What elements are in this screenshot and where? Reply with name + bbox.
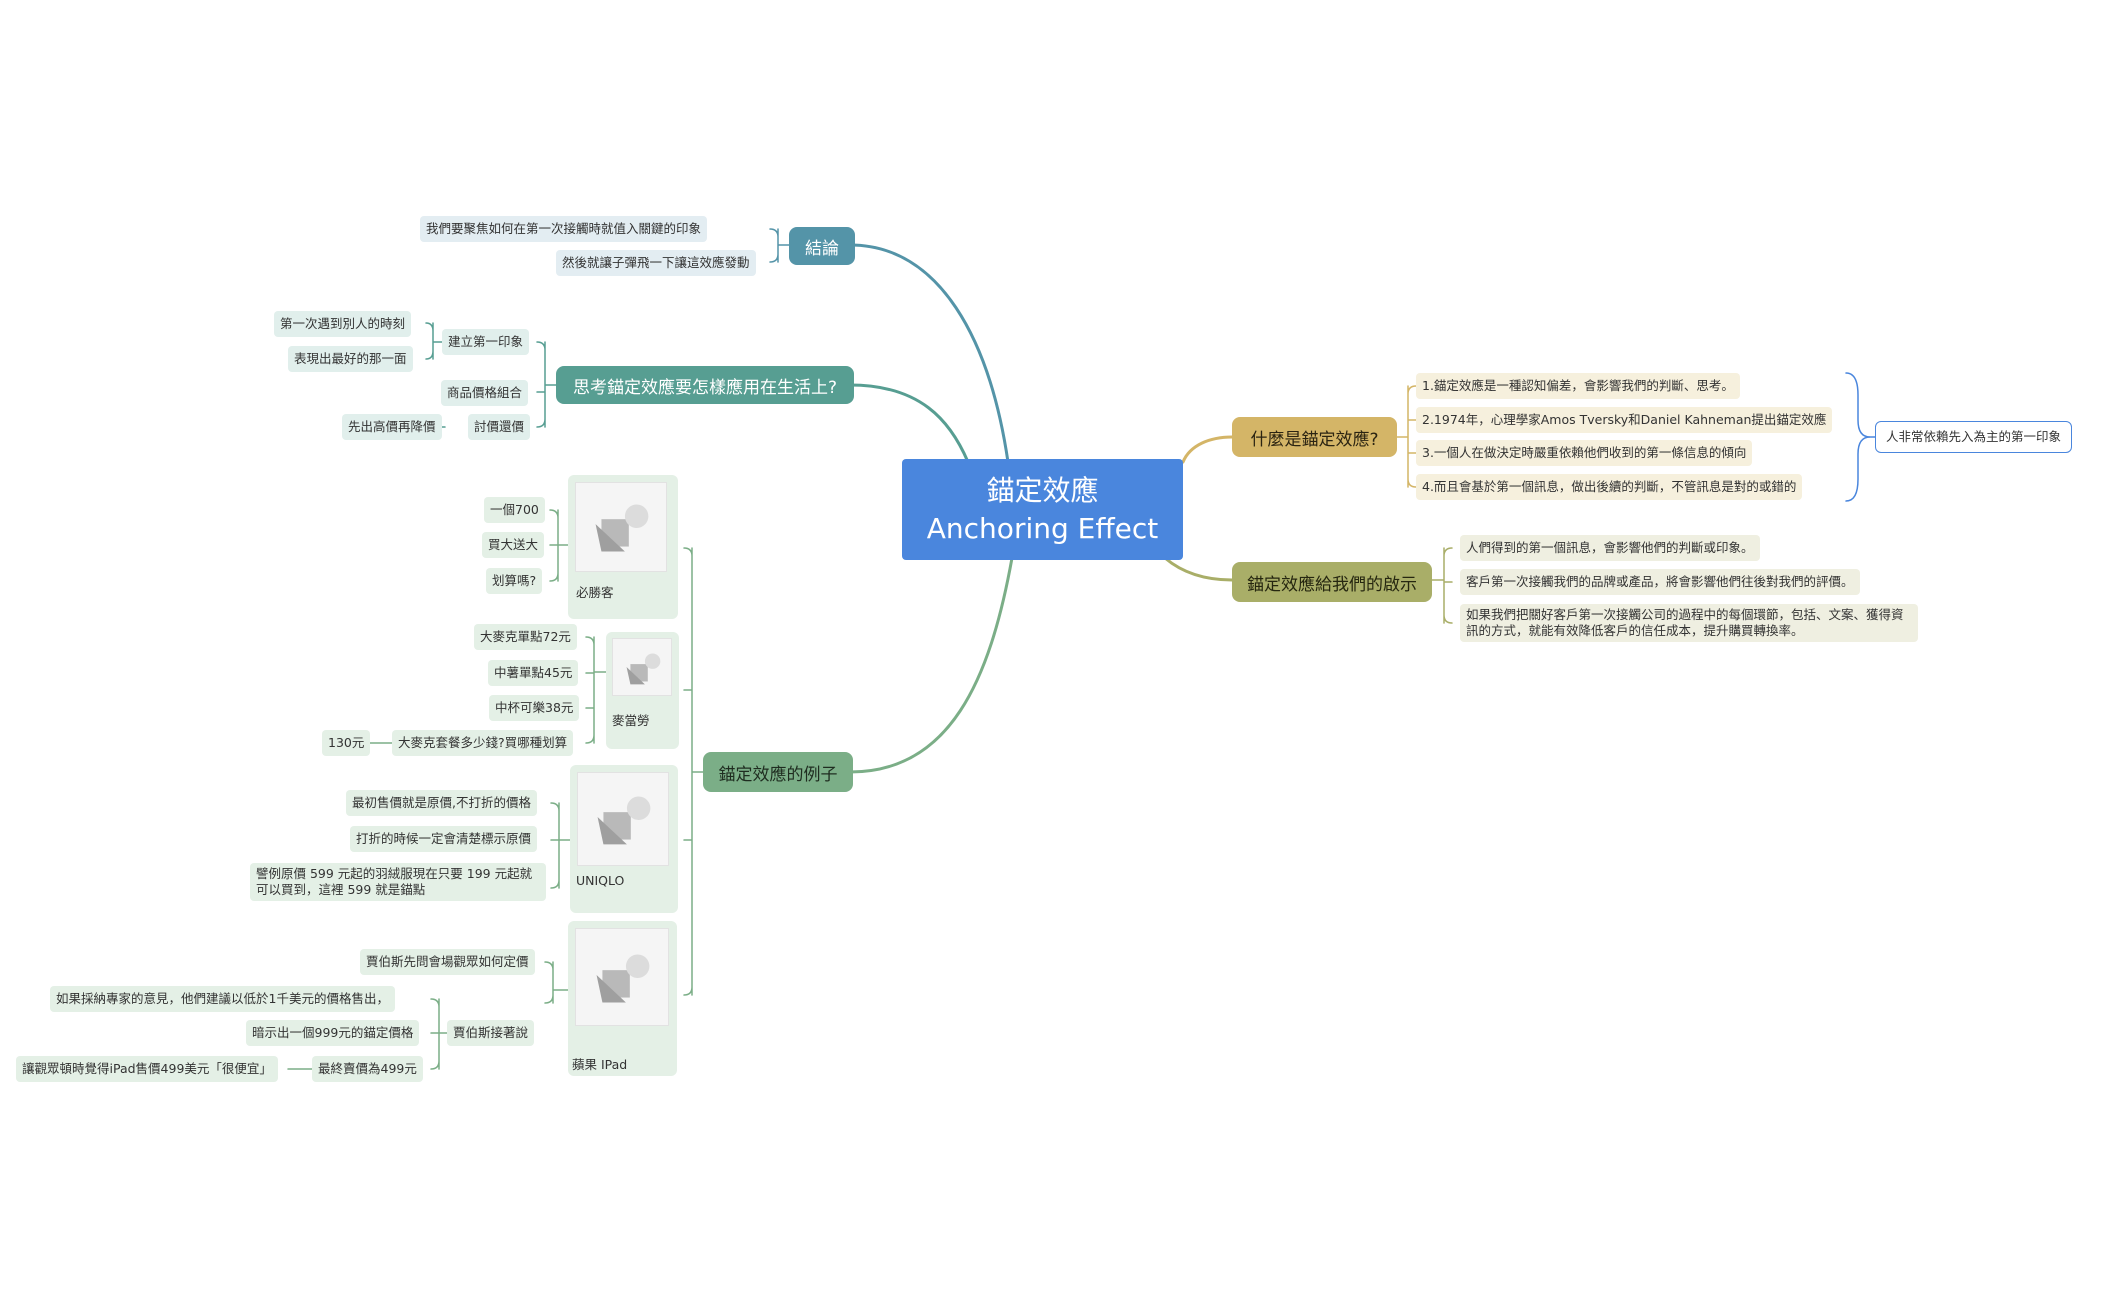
- root-node[interactable]: 錨定效應 Anchoring Effect: [902, 459, 1183, 560]
- branch-apply[interactable]: 思考錨定效應要怎樣應用在生活上?: [556, 366, 854, 404]
- mcd-item[interactable]: 中杯可樂38元: [489, 695, 580, 721]
- branch-what[interactable]: 什麼是錨定效應?: [1232, 417, 1397, 457]
- uniqlo-image: [577, 772, 669, 866]
- insight-item[interactable]: 客戶第一次接觸我們的品牌或產品，將會影響他們往後對我們的評價。: [1460, 569, 1860, 595]
- image-placeholder-icon: [596, 954, 650, 1003]
- insight-item[interactable]: 如果我們把關好客戶第一次接觸公司的過程中的每個環節，包括、文案、獲得資訊的方式，…: [1460, 604, 1918, 642]
- mcd-answer[interactable]: 130元: [322, 730, 371, 756]
- apple-talk-item[interactable]: 暗示出一個999元的錨定價格: [246, 1020, 420, 1046]
- insight-item[interactable]: 人們得到的第一個訊息，會影響他們的判斷或印象。: [1460, 535, 1760, 561]
- what-summary[interactable]: 人非常依賴先入為主的第一印象: [1875, 421, 2073, 453]
- branch-examples-label: 錨定效應的例子: [718, 764, 838, 785]
- what-item[interactable]: 4.而且會基於第一個訊息，做出後續的判斷，不管訊息是對的或錯的: [1416, 474, 1803, 500]
- apply-first-impression-item[interactable]: 表現出最好的那一面: [288, 346, 413, 372]
- apply-first-impression[interactable]: 建立第一印象: [442, 329, 530, 355]
- uniqlo-image-label: UNIQLO: [576, 873, 625, 888]
- branch-apply-label: 思考錨定效應要怎樣應用在生活上?: [572, 377, 838, 398]
- pizza-image: [575, 482, 667, 572]
- pizza-item[interactable]: 划算嗎?: [486, 568, 543, 594]
- conclusion-item[interactable]: 然後就讓子彈飛一下讓這效應發動: [556, 250, 756, 276]
- branch-conclusion[interactable]: 結論: [789, 227, 855, 265]
- apple-talk-item[interactable]: 如果採納專家的意見，他們建議以低於1千美元的價格售出，: [50, 986, 395, 1012]
- apply-bargain-item[interactable]: 先出高價再降價: [342, 414, 442, 440]
- apple-talk-item[interactable]: 最終賣價為499元: [312, 1056, 423, 1082]
- branch-insight[interactable]: 錨定效應給我們的啟示: [1232, 562, 1432, 602]
- apply-first-impression-item[interactable]: 第一次遇到別人的時刻: [274, 311, 412, 337]
- pizza-item[interactable]: 買大送大: [482, 532, 545, 558]
- apple-question[interactable]: 賈伯斯先問會場觀眾如何定價: [360, 949, 535, 975]
- what-item[interactable]: 2.1974年，心理學家Amos Tversky和Daniel Kahneman…: [1416, 407, 1833, 433]
- root-title-zh: 錨定效應: [986, 473, 1099, 507]
- what-item[interactable]: 1.錨定效應是一種認知偏差，會影響我們的判斷、思考。: [1416, 373, 1740, 399]
- root-title-en: Anchoring Effect: [926, 511, 1159, 545]
- pizza-image-card[interactable]: 必勝客: [568, 475, 678, 619]
- apple-image-card[interactable]: 蘋果 IPad: [568, 921, 677, 1076]
- pizza-item[interactable]: 一個700: [484, 497, 545, 523]
- apple-image-label: 蘋果 IPad: [572, 1057, 628, 1072]
- apply-combo[interactable]: 商品價格組合: [441, 380, 529, 406]
- image-placeholder-icon: [595, 504, 649, 552]
- mcd-image-card[interactable]: 麥當勞: [606, 632, 679, 749]
- uniqlo-item[interactable]: 最初售價就是原價,不打折的價格: [346, 790, 537, 816]
- branch-what-label: 什麼是錨定效應?: [1250, 429, 1379, 450]
- branch-conclusion-label: 結論: [805, 238, 839, 259]
- uniqlo-item[interactable]: 打折的時候一定會清楚標示原價: [350, 826, 538, 852]
- apple-talk[interactable]: 賈伯斯接著說: [447, 1020, 535, 1046]
- what-item[interactable]: 3.一個人在做決定時嚴重依賴他們收到的第一條信息的傾向: [1416, 440, 1753, 466]
- image-placeholder-icon: [597, 796, 651, 845]
- branch-examples[interactable]: 錨定效應的例子: [703, 752, 853, 792]
- apple-image: [575, 928, 669, 1026]
- branch-insight-label: 錨定效應給我們的啟示: [1247, 574, 1417, 595]
- mcd-item[interactable]: 大麥克單點72元: [474, 624, 577, 650]
- apply-bargain[interactable]: 討價還價: [468, 414, 531, 440]
- apple-result[interactable]: 讓觀眾頓時覺得iPad售價499美元「很便宜」: [16, 1056, 278, 1082]
- image-placeholder-icon: [626, 653, 661, 685]
- uniqlo-image-card[interactable]: UNIQLO: [570, 765, 678, 913]
- mcd-image-label: 麥當勞: [612, 713, 650, 728]
- mcd-item[interactable]: 中薯單點45元: [488, 660, 579, 686]
- conclusion-item[interactable]: 我們要聚焦如何在第一次接觸時就值入關鍵的印象: [420, 216, 708, 242]
- mcd-image: [612, 638, 672, 696]
- pizza-image-label: 必勝客: [576, 585, 614, 600]
- uniqlo-item[interactable]: 譬例原價 599 元起的羽絨服現在只要 199 元起就可以買到，這裡 599 就…: [250, 863, 546, 901]
- mcd-item[interactable]: 大麥克套餐多少錢?買哪種划算: [392, 730, 574, 756]
